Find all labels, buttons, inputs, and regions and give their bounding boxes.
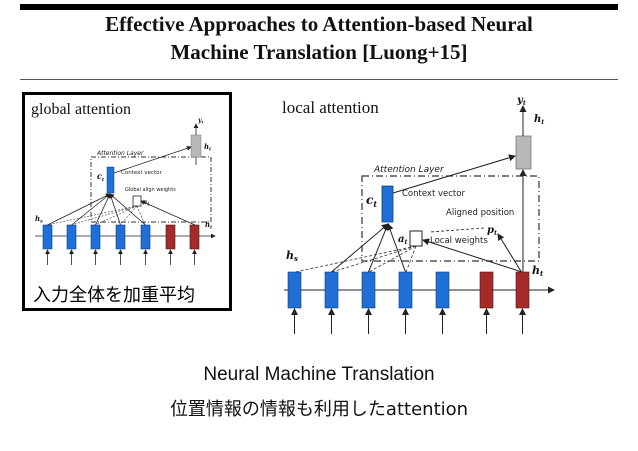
global-context-vector-label: Context vector [121,170,162,176]
caption-subtitle: 位置情報の情報も利用したattention [169,399,469,420]
local-ht-label: ht [532,264,544,278]
global-alignment-line [109,193,146,226]
local-decoder-to-at-line [422,238,523,273]
local-pt-label: pt [487,225,497,237]
page-title: Effective Approaches to Attention-based … [20,10,618,66]
title-line-2: Machine Translation [Luong+15] [170,40,468,64]
global-attention-layer-label: Attention Layer [96,150,144,157]
global-hidden-state-4 [115,224,126,250]
global-align-weights-label: Global align weights [125,187,176,193]
global-hidden-state-7 [189,224,200,250]
local-aligned-position-label: Aligned position [446,208,514,218]
global-alignment-line [95,193,111,226]
global-hidden-state-1 [42,224,53,250]
global-attention-caption: 入力全体を加重平均 [33,285,195,306]
local-output-block [515,135,532,170]
global-attention-diagram: Attention Layer ct Context vector Global… [35,117,216,265]
title-bottom-rule [20,79,618,80]
local-yt-label: yt [516,95,526,107]
global-alignment-line [71,193,111,226]
global-at-box [132,195,142,207]
global-weight-line [119,205,138,226]
global-hidden-state-3 [90,224,101,250]
local-attention-label: local attention [282,98,379,117]
local-at-box [409,230,423,247]
global-alignment-line [109,193,121,226]
local-htilde-label: ht [534,114,544,126]
local-context-vector-label: Context vector [402,189,465,199]
global-alignment-line [47,193,111,226]
global-decoder-to-at-line [140,200,196,226]
local-context-vector-block [381,185,394,223]
global-ct-label: ct [97,171,105,183]
global-ht-label: ht [205,220,213,231]
title-top-rule [20,4,618,10]
global-yt-label: yt [197,117,204,125]
global-weight-line [70,205,138,226]
local-weights-label: Local weights [430,236,488,246]
local-weight-line [368,245,417,273]
local-hidden-state-5 [435,271,450,309]
local-hidden-state-3 [361,271,376,309]
local-hidden-state-6 [479,271,494,309]
local-alignment-line [368,223,389,273]
global-weight-line [46,205,138,226]
global-attention-layer-box [90,156,212,223]
global-attention-label: global attention [31,101,131,118]
local-alignment-line [331,223,389,273]
global-hidden-state-2 [66,224,77,250]
local-hidden-state-2 [324,271,339,309]
global-weight-line [94,205,138,226]
local-ct-label: ct [366,193,377,209]
global-output-block [190,134,202,158]
global-context-vector-block [106,166,115,194]
local-attention-diagram: Attention Layer ct Context vector Aligne… [284,95,555,334]
global-hs-label: hs [35,214,43,225]
global-htilde-label: ht [204,142,212,153]
local-hidden-state-7 [515,271,530,309]
global-hidden-state-6 [165,224,176,250]
local-hs-label: hs [286,249,298,263]
global-attention-panel: Attention Layer ct Context vector Global… [22,92,232,311]
local-hidden-state-1 [287,271,302,309]
local-at-label: at [398,234,408,246]
global-hidden-state-5 [140,224,151,250]
caption-title: Neural Machine Translation [203,364,435,385]
local-hidden-state-4 [398,271,413,309]
local-weight-line [294,245,417,273]
title-line-1: Effective Approaches to Attention-based … [105,12,533,36]
local-alignment-line [386,223,406,273]
local-attention-layer-label: Attention Layer [373,165,445,175]
local-weight-line [405,245,417,273]
